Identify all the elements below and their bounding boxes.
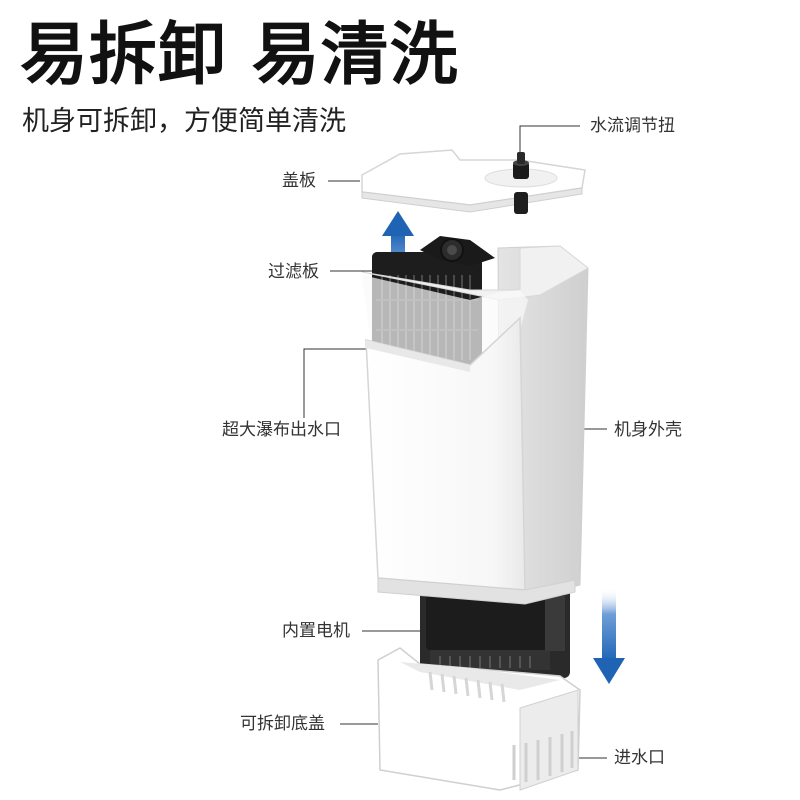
- callout-cover: 盖板: [282, 170, 316, 192]
- flow-knob: [513, 152, 529, 179]
- callout-filter-plate: 过滤板: [268, 261, 319, 283]
- callout-bottom-cover: 可拆卸底盖: [240, 713, 325, 735]
- cover-plate: [362, 150, 585, 214]
- callout-waterfall-outlet: 超大瀑布出水口: [222, 419, 341, 441]
- arrow-down-icon: [593, 588, 625, 684]
- callout-housing: 机身外壳: [614, 419, 682, 441]
- callout-water-inlet: 进水口: [614, 747, 665, 769]
- callout-flow-knob: 水流调节扭: [590, 115, 675, 137]
- callout-motor: 内置电机: [282, 620, 350, 642]
- housing: [362, 246, 588, 604]
